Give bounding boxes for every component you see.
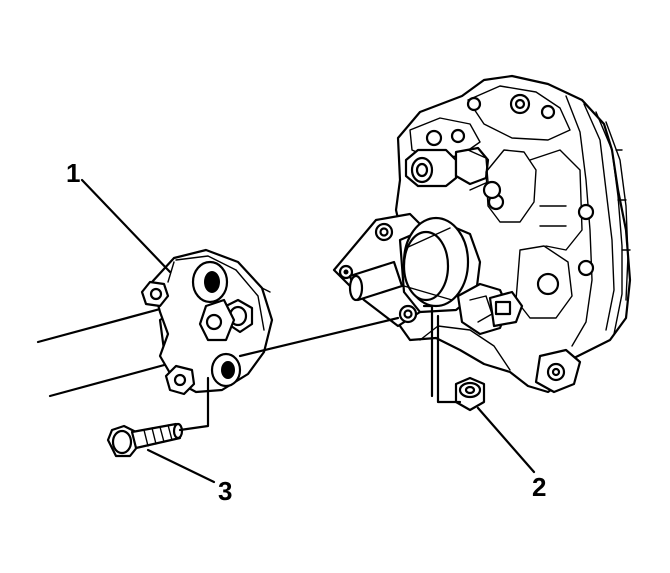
leader-line-2 [476,406,536,474]
flex-coupling [140,248,274,396]
callout-label-2: 2 [532,472,546,502]
transmission-housing [394,74,632,394]
leader-line-1 [80,178,172,274]
callout-1: 1 [66,158,172,274]
alignment-lines [178,304,462,432]
coupling-bolt [106,422,184,458]
callout-label-1: 1 [66,158,80,188]
speed-sensor [456,282,524,336]
callout-2: 2 [476,406,546,502]
mounting-nut [454,376,486,412]
callout-3: 3 [146,448,232,506]
output-flange [332,212,482,328]
callout-label-3: 3 [218,476,232,506]
leader-line-3 [146,448,216,484]
